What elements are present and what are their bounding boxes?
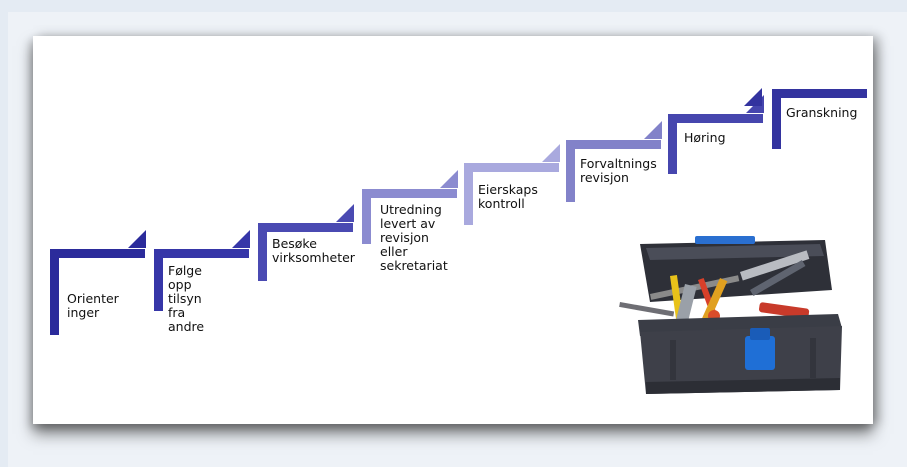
step-arrow-tip	[336, 204, 354, 222]
step-arrow-tip	[232, 230, 250, 248]
step-bar	[566, 140, 661, 149]
step-label: Høring	[684, 130, 726, 145]
step-label: Følge opp tilsyn fra andre	[168, 263, 205, 334]
step-label: Orienter inger	[67, 291, 119, 320]
step-bar	[154, 249, 249, 258]
step-riser	[464, 163, 473, 225]
step-label: Besøke virksomheter	[272, 236, 355, 265]
step-riser	[362, 189, 371, 244]
step-bar	[50, 249, 145, 258]
step-riser	[668, 114, 677, 174]
step-arrow-tip	[128, 230, 146, 248]
step-bar	[668, 114, 763, 123]
step-riser	[772, 89, 781, 149]
step-bar	[772, 89, 867, 98]
step-bar	[362, 189, 457, 198]
step-label: Utredning levert av revisjon eller sekre…	[380, 202, 448, 273]
step-riser	[50, 249, 59, 335]
toolbox-icon	[610, 232, 850, 406]
step-bar	[464, 163, 559, 172]
step-label: Forvaltnings revisjon	[580, 156, 657, 185]
step-arrow-tip	[644, 121, 662, 139]
step-riser	[154, 249, 163, 311]
step-bar	[258, 223, 353, 232]
step-arrow-tip	[744, 88, 762, 106]
step-arrow-tip	[542, 144, 560, 162]
step-label: Eierskaps kontroll	[478, 182, 538, 211]
step-arrow-tip	[440, 170, 458, 188]
step-label: Granskning	[786, 105, 858, 120]
step-riser	[258, 223, 267, 281]
step-riser	[566, 140, 575, 202]
